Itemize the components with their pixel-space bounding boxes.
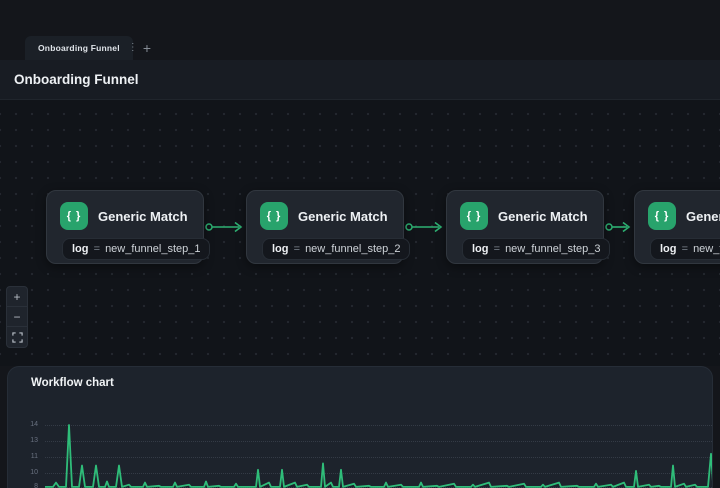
node-title: Generic Match	[298, 209, 388, 224]
braces-icon: { }	[60, 202, 88, 230]
param-operator: =	[292, 243, 302, 255]
y-axis-label: 8	[16, 483, 38, 488]
braces-icon: { }	[260, 202, 288, 230]
y-axis-label: 14	[16, 421, 38, 429]
workflow-node[interactable]: { } Generic Match log = new_funnel_step_…	[46, 190, 204, 264]
braces-icon: { }	[648, 202, 676, 230]
tab-onboarding-funnel[interactable]: Onboarding Funnel ⋮	[25, 36, 133, 60]
window-titlebar	[0, 0, 720, 36]
page-title: Onboarding Funnel	[14, 72, 139, 87]
workflow-node[interactable]: { } Generic Match log = new_funnel_step_…	[446, 190, 604, 264]
braces-icon: { }	[460, 202, 488, 230]
param-operator: =	[492, 243, 502, 255]
node-header: { } Generic Match	[447, 191, 603, 230]
y-axis-label: 11	[16, 453, 38, 461]
node-title: Generic Match	[686, 209, 720, 224]
workflow-line-chart	[45, 421, 713, 488]
node-param-pill[interactable]: log = new_funnel_step_3	[462, 238, 610, 260]
tab-bar: Onboarding Funnel ⋮ +	[0, 36, 720, 60]
node-param-pill[interactable]: log = new_funnel_step_1	[62, 238, 210, 260]
y-axis-label: 10	[16, 469, 38, 477]
param-key: log	[472, 243, 489, 255]
zoom-out-button[interactable]: −	[7, 307, 27, 327]
node-param-pill[interactable]: log = new_funnel_step_2	[262, 238, 410, 260]
canvas-zoom-controls: + −	[6, 286, 28, 348]
param-value: new_funnel_step_4	[693, 243, 720, 255]
fit-view-icon	[12, 332, 23, 343]
workflow-canvas[interactable]: { } Generic Match log = new_funnel_step_…	[0, 100, 720, 366]
connector-edge	[606, 223, 629, 232]
param-operator: =	[92, 243, 102, 255]
node-title: Generic Match	[498, 209, 588, 224]
param-key: log	[72, 243, 89, 255]
node-title: Generic Match	[98, 209, 188, 224]
chart-line-series	[45, 425, 713, 487]
workflow-chart-panel: Workflow chart 14 13 11 10 8	[7, 366, 713, 488]
workflow-node[interactable]: { } Generic Match log = new_funnel_step_…	[634, 190, 720, 264]
chart-title: Workflow chart	[31, 377, 114, 389]
param-value: new_funnel_step_2	[305, 243, 400, 255]
workflow-node[interactable]: { } Generic Match log = new_funnel_step_…	[246, 190, 404, 264]
new-tab-button[interactable]: +	[138, 39, 156, 57]
param-value: new_funnel_step_3	[505, 243, 600, 255]
node-header: { } Generic Match	[635, 191, 720, 230]
param-value: new_funnel_step_1	[105, 243, 200, 255]
page-header: Onboarding Funnel	[0, 60, 720, 100]
node-header: { } Generic Match	[47, 191, 203, 230]
node-header: { } Generic Match	[247, 191, 403, 230]
param-operator: =	[680, 243, 690, 255]
fit-view-button[interactable]	[7, 327, 27, 347]
param-key: log	[272, 243, 289, 255]
zoom-in-button[interactable]: +	[7, 287, 27, 307]
node-param-pill[interactable]: log = new_funnel_step_4	[650, 238, 720, 260]
y-axis-label: 13	[16, 437, 38, 445]
param-key: log	[660, 243, 677, 255]
connector-edge	[206, 223, 241, 232]
connector-edge	[406, 223, 441, 232]
tab-label: Onboarding Funnel	[38, 43, 120, 53]
